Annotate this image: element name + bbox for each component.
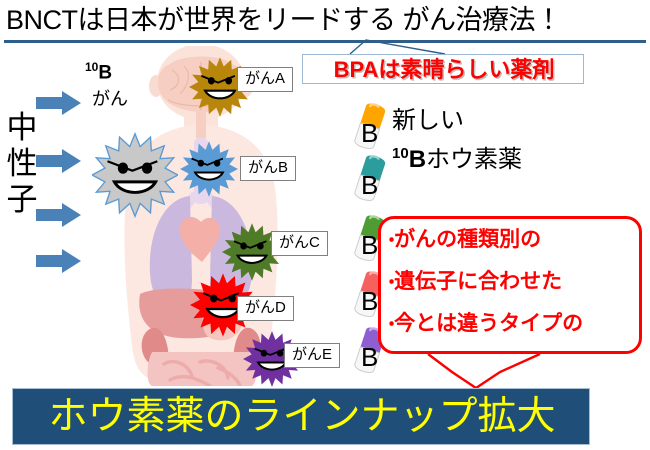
svg-text:B: B bbox=[361, 286, 378, 316]
neutron-char-2: 性 bbox=[6, 146, 38, 181]
bottom-banner: ホウ素薬のラインナップ拡大 bbox=[12, 388, 590, 445]
neutron-arrow-2 bbox=[36, 149, 81, 173]
neutron-arrow-4 bbox=[36, 249, 81, 273]
svg-text:B: B bbox=[361, 170, 378, 200]
cancer-star-grey bbox=[92, 132, 178, 218]
new-drug-symbol: B bbox=[408, 146, 427, 173]
red-callout-box: ・がんの種類別の ・遺伝子に合わせた ・今とは違うタイプの bbox=[378, 216, 642, 354]
bpa-callout-box: BPAは素晴らしい薬剤 bbox=[302, 54, 584, 84]
red-bullet-3: ・ bbox=[389, 315, 395, 332]
red-bullet-1: ・ bbox=[389, 231, 395, 248]
bottom-banner-text: ホウ素薬のラインナップ拡大 bbox=[48, 395, 556, 438]
intestines-organ bbox=[147, 352, 257, 386]
boron-superscript: 10 bbox=[85, 60, 99, 74]
new-boron-drug-text: 新しい 10Bホウ素薬 bbox=[392, 104, 522, 176]
svg-text:B: B bbox=[361, 342, 378, 372]
heart-organ bbox=[179, 217, 220, 262]
cancer-generic-label: がん bbox=[92, 89, 128, 109]
cancer-star-c bbox=[222, 223, 282, 281]
new-drug-rest: ホウ素薬 bbox=[426, 146, 523, 173]
boron-symbol: B bbox=[98, 62, 113, 84]
capsule-teal-icon: B bbox=[354, 155, 386, 201]
new-drug-line-2: 10Bホウ素薬 bbox=[392, 137, 522, 176]
red-callout-line-3: ・今とは違うタイプの bbox=[389, 311, 583, 337]
cancer-tag-d: がんD bbox=[237, 296, 294, 321]
new-drug-superscript: 10 bbox=[392, 145, 409, 162]
red-text-1: がんの種類別の bbox=[394, 228, 542, 251]
cancer-tag-a: がんA bbox=[237, 67, 294, 92]
red-callout-line-2: ・遺伝子に合わせた bbox=[389, 269, 562, 295]
cancer-tag-c: がんC bbox=[271, 231, 328, 256]
capsule-orange-icon: B bbox=[354, 103, 386, 149]
red-bullet-2: ・ bbox=[389, 273, 395, 290]
cancer-star-a bbox=[189, 57, 251, 117]
red-text-2: 遺伝子に合わせた bbox=[394, 270, 563, 293]
cancer-tag-e: がんE bbox=[284, 343, 341, 368]
red-callout-tail bbox=[427, 352, 541, 390]
neutron-arrow-1 bbox=[36, 91, 81, 115]
neutron-char-1: 中 bbox=[6, 110, 38, 145]
new-drug-line-1: 新しい bbox=[392, 107, 464, 134]
neutron-arrow-3 bbox=[36, 203, 81, 227]
page-title: BNCTは日本が世界をリードする がん治療法！ bbox=[6, 5, 562, 35]
boron-10-label: 10B bbox=[85, 60, 112, 84]
red-text-3: 今とは違うタイプの bbox=[394, 312, 584, 335]
cancer-star-b bbox=[180, 141, 238, 197]
svg-text:B: B bbox=[361, 230, 378, 260]
title-underline-rule bbox=[4, 40, 646, 43]
neutron-label: 中 性 子 bbox=[2, 110, 42, 218]
red-callout-line-1: ・がんの種類別の bbox=[389, 227, 541, 253]
bpa-callout-text: BPAは素晴らしい薬剤 bbox=[333, 57, 555, 82]
neutron-char-3: 子 bbox=[6, 182, 38, 217]
cancer-tag-b: がんB bbox=[240, 156, 297, 181]
svg-text:B: B bbox=[361, 118, 378, 148]
